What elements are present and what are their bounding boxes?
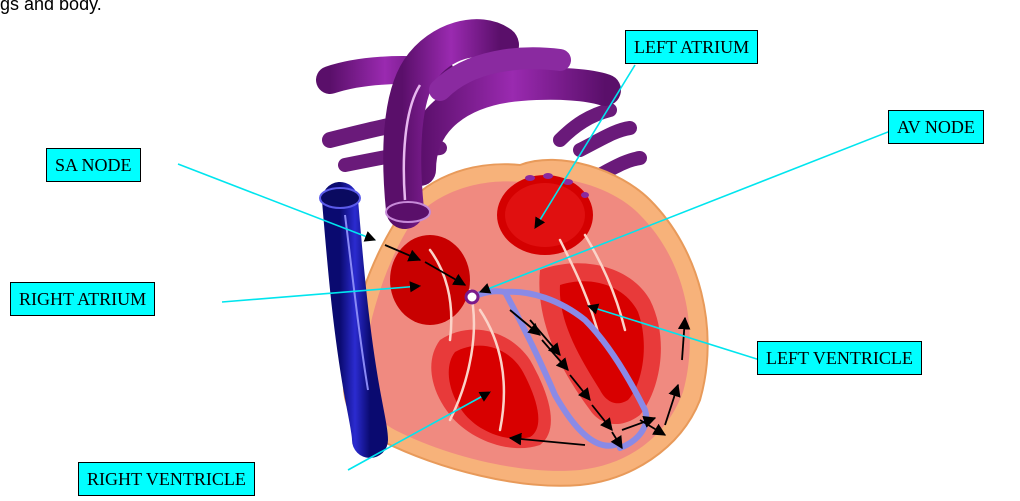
label-av-node: AV NODE [888, 110, 984, 144]
label-right-atrium: RIGHT ATRIUM [10, 282, 155, 316]
pulmonary-vessels [330, 70, 640, 180]
label-sa-node: SA NODE [46, 148, 141, 182]
label-right-ventricle: RIGHT VENTRICLE [78, 462, 255, 496]
label-left-atrium: LEFT ATRIUM [625, 30, 758, 64]
label-left-ventricle: LEFT VENTRICLE [757, 341, 922, 375]
av-node-marker [466, 291, 478, 303]
